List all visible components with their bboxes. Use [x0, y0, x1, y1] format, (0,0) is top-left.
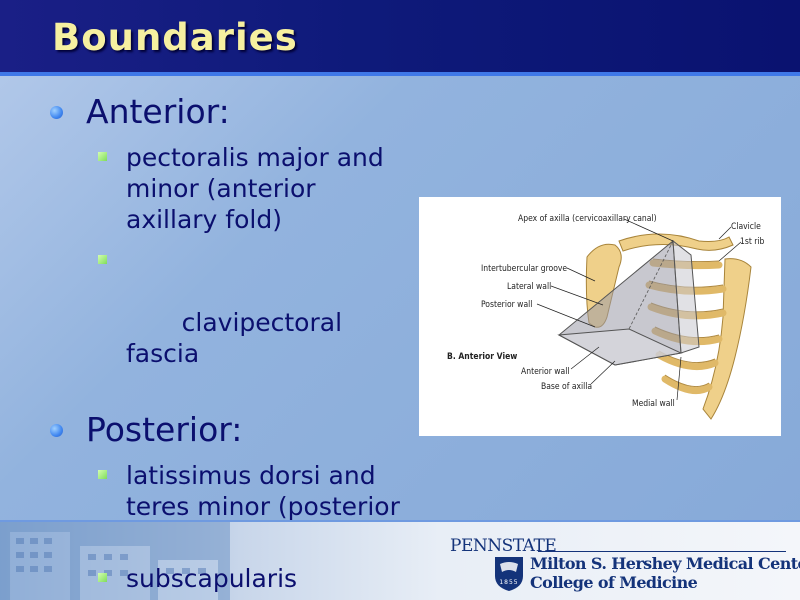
sub-bullet-text: clavipectoral fascia [126, 308, 350, 368]
axilla-anatomy-figure: Apex of axilla (cervicoaxillary canal) C… [419, 197, 781, 436]
logo-rule [538, 551, 786, 552]
label-medial-wall: Medial wall [632, 399, 675, 409]
building-photo-icon [0, 522, 230, 600]
footer-banner: PENNSTATE 1855 Milton S. Hershey Medical… [0, 522, 800, 600]
axilla-medial-face [672, 239, 700, 354]
bullet-dot-icon [50, 106, 63, 119]
label-clavicle: Clavicle [731, 222, 761, 232]
axilla-base [557, 328, 683, 366]
clavicle-bone [618, 233, 734, 252]
sub-bullet-subscapularis: subscapularis [50, 563, 400, 594]
sub-bullet-pectoralis: pectoralis major and minor (anterior axi… [50, 142, 400, 235]
penn-state-hershey-logo: PENNSTATE 1855 Milton S. Hershey Medical… [450, 536, 800, 596]
sub-bullet-text: pectoralis major and minor (anterior axi… [126, 143, 384, 234]
sub-bullet-square-icon [98, 152, 107, 161]
label-lateral-wall: Lateral wall [507, 282, 551, 292]
leader-lines [536, 218, 742, 401]
penn-state-wordmark: PENNSTATE [450, 536, 557, 556]
title-bar: Boundaries [0, 0, 800, 72]
label-view: B. Anterior View [447, 352, 517, 362]
label-first-rib: 1st rib [740, 237, 765, 247]
slide-title: Boundaries [52, 16, 298, 59]
sternum-bone [702, 258, 752, 420]
sub-bullet-square-icon [98, 255, 107, 264]
sub-bullet-square-icon [98, 573, 107, 582]
label-intertubercular-groove: Intertubercular groove [481, 264, 567, 274]
bullet-list: Anterior: pectoralis major and minor (an… [50, 92, 400, 600]
title-divider [0, 72, 800, 76]
sub-bullet-text: subscapularis [126, 564, 298, 593]
axilla-diagram: Apex of axilla (cervicoaxillary canal) C… [447, 214, 765, 420]
footer-divider [0, 520, 800, 523]
college-name: College of Medicine [530, 573, 698, 592]
label-anterior-wall: Anterior wall [521, 367, 570, 377]
bullet-anterior: Anterior: [50, 92, 400, 132]
label-base: Base of axilla [541, 382, 592, 392]
medical-center-name: Milton S. Hershey Medical Center [530, 554, 800, 573]
bullet-text: Posterior: [86, 410, 243, 449]
shield-year: 1855 [499, 579, 518, 586]
sub-bullet-square-icon [98, 470, 107, 479]
penn-state-shield-icon: 1855 [495, 557, 523, 591]
bullet-dot-icon [50, 424, 63, 437]
axilla-edge [628, 240, 674, 330]
bullet-posterior: Posterior: [50, 410, 400, 450]
label-posterior-wall: Posterior wall [481, 300, 532, 310]
label-apex: Apex of axilla (cervicoaxillary canal) [518, 214, 657, 224]
sub-bullet-clavipectoral: clavipectoral fascia [50, 245, 400, 400]
bullet-text: Anterior: [86, 92, 230, 131]
